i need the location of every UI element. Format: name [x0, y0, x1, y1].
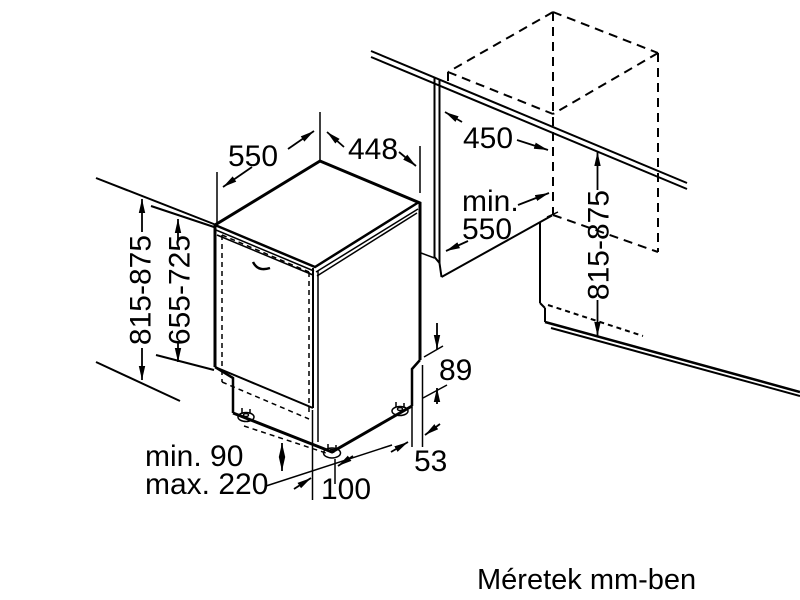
label-door-height: 655-725 [164, 235, 197, 345]
label-niche-depth-prefix: min. [462, 185, 519, 218]
label-appliance-depth: 550 [228, 140, 278, 173]
dimension-foot-setback: 100 [293, 410, 371, 506]
niche-wall [420, 77, 553, 278]
label-niche-height: 815-875 [583, 190, 616, 300]
dimension-side-inset: 53 [390, 365, 447, 478]
label-plinth-max: max. 220 [145, 468, 268, 501]
door-handle [251, 261, 271, 271]
diagram-caption: Méretek mm-ben [477, 564, 696, 596]
label-rear-base-height: 89 [439, 354, 472, 387]
label-side-inset: 53 [414, 445, 447, 478]
label-niche-depth-value: 550 [462, 213, 512, 246]
dimension-appliance-width: 448 [326, 131, 421, 193]
right-cabinet [539, 222, 800, 397]
worktop-right [370, 50, 688, 190]
label-niche-width: 450 [463, 122, 513, 155]
dimension-niche-depth: min. 550 [445, 185, 550, 252]
floor-left [95, 354, 215, 402]
dishwasher-outline [213, 159, 422, 455]
dimension-niche-width: 450 [444, 111, 549, 155]
dimension-plinth-adjustment: min. 90 max. 220 [145, 440, 393, 501]
niche-dashed-box [447, 11, 659, 253]
worktop-left [95, 177, 216, 228]
dimension-door-height: 655-725 [164, 219, 197, 362]
dimension-appliance-depth: 550 [216, 112, 321, 224]
label-appliance-width: 448 [348, 133, 398, 166]
dimension-rear-base-height: 89 [422, 323, 472, 404]
label-foot-setback: 100 [321, 473, 371, 506]
label-appliance-height: 815-875 [125, 235, 158, 345]
label-plinth-min: min. 90 [145, 440, 243, 473]
appliance-feet [237, 402, 409, 459]
dimension-appliance-height: 815-875 [125, 199, 158, 380]
dimension-niche-height: 815-875 [583, 152, 616, 336]
